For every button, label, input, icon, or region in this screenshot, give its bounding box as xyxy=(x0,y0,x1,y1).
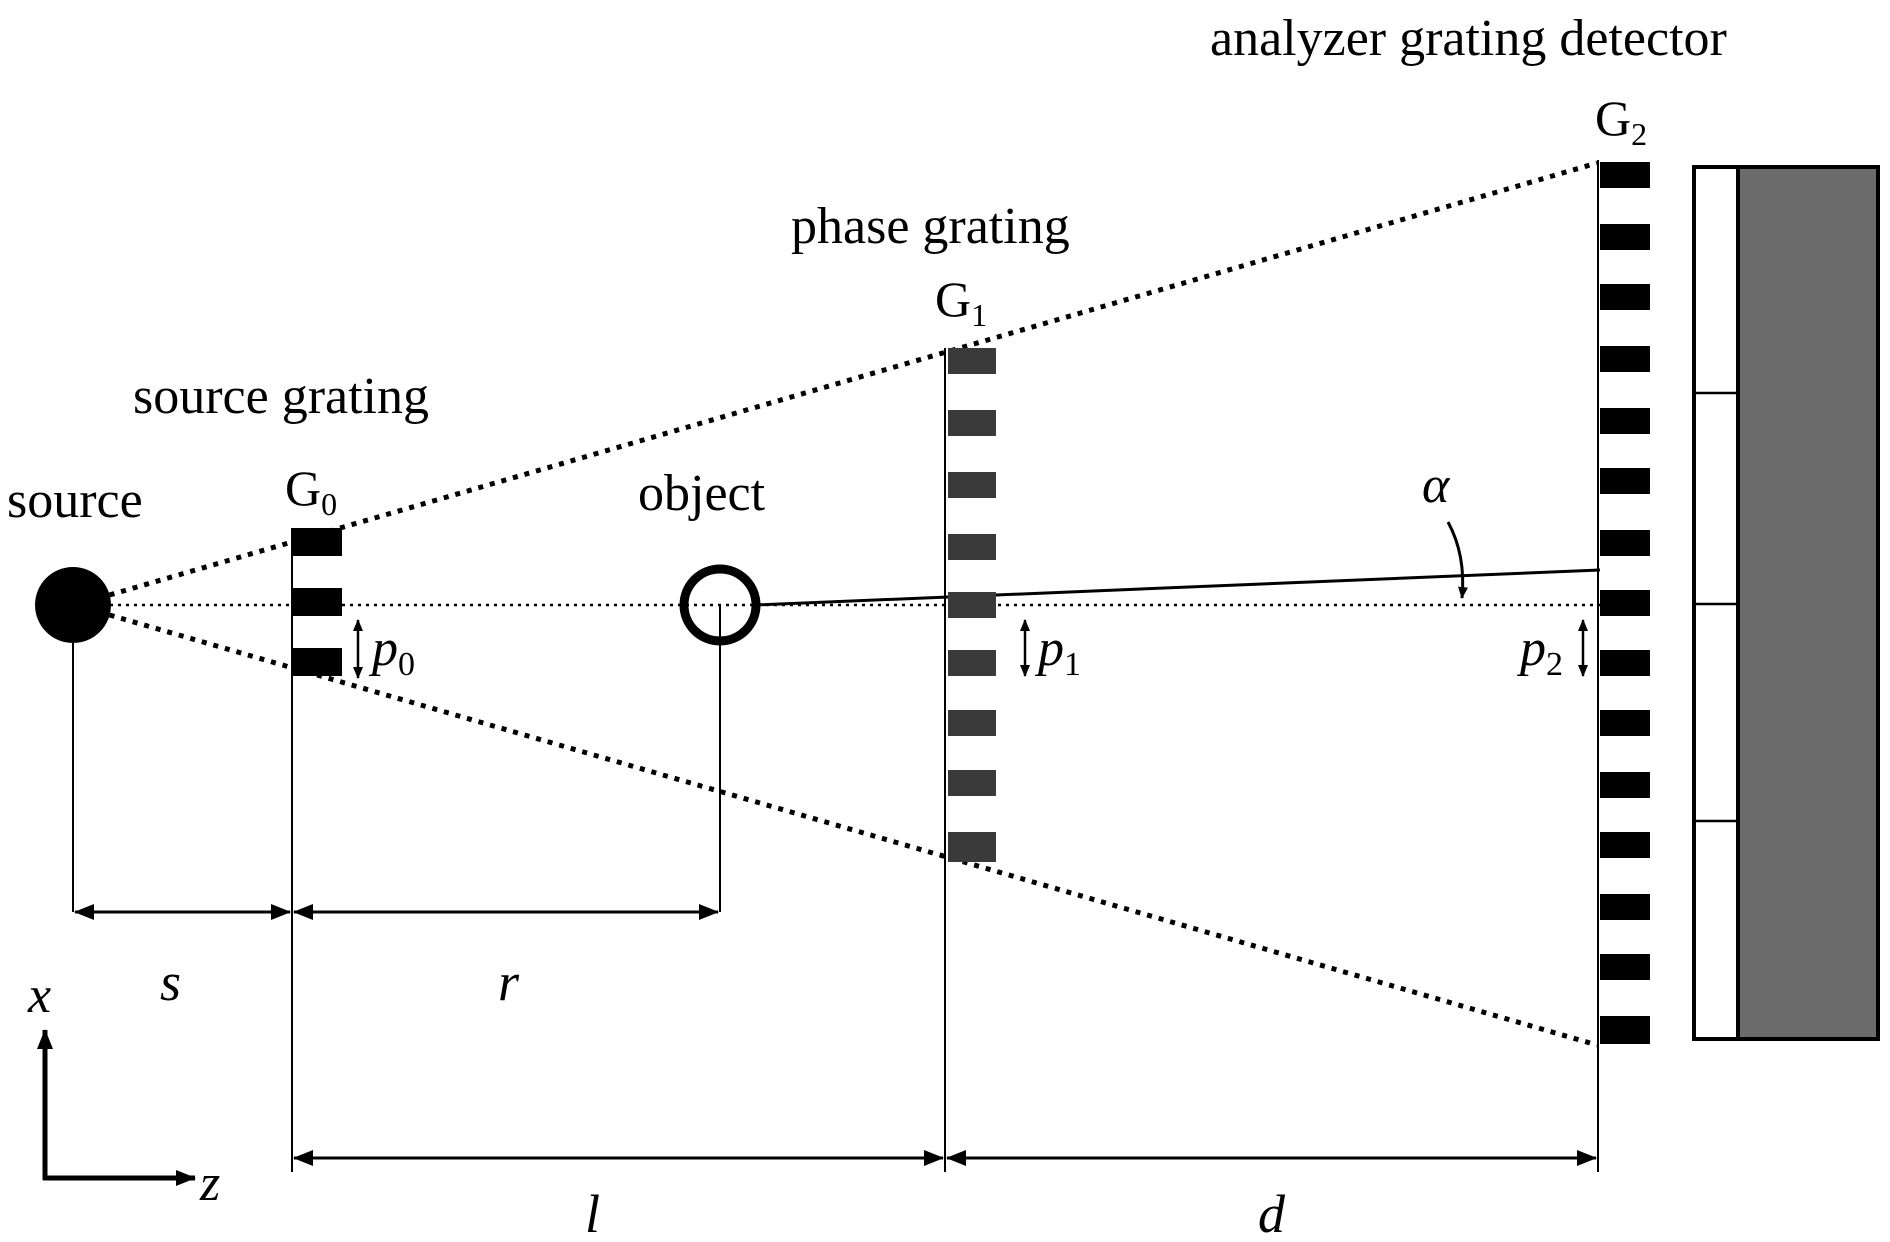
label-analyzer-grating-detector: analyzer grating detector xyxy=(1210,10,1727,67)
g2-bar xyxy=(1600,530,1650,556)
refracted-ray xyxy=(754,568,1601,607)
g0-bar xyxy=(292,648,342,676)
label-p2: p2 xyxy=(1516,620,1563,683)
g1-bar xyxy=(948,534,996,560)
g0-bar xyxy=(292,588,342,616)
label-dist-s: s xyxy=(160,952,181,1012)
g2-bar xyxy=(1600,346,1650,372)
beam-lower-edge xyxy=(74,602,1598,1048)
g1-bar xyxy=(948,770,996,796)
g2-bar xyxy=(1600,468,1650,494)
g2-bar xyxy=(1600,894,1650,920)
g1-bar xyxy=(948,348,996,374)
label-dist-d: d xyxy=(1258,1184,1286,1242)
g2-subscript: 2 xyxy=(1631,116,1647,152)
g1-bar xyxy=(948,592,996,618)
label-g0: G0 xyxy=(285,460,337,522)
label-source-grating: source grating xyxy=(133,368,429,425)
detector xyxy=(1692,165,1880,1041)
label-dist-l: l xyxy=(585,1184,600,1242)
dimension-lines xyxy=(74,904,1597,1166)
label-axis-x: x xyxy=(27,967,51,1024)
source-dot xyxy=(35,567,111,643)
g1-bar xyxy=(948,710,996,736)
analyzer-grating-g2 xyxy=(1597,160,1650,1172)
g2-bar xyxy=(1600,832,1650,858)
source-grating-g0 xyxy=(291,528,342,1172)
g1-bar xyxy=(948,472,996,498)
g0-bar xyxy=(292,528,342,556)
label-alpha: α xyxy=(1422,457,1451,514)
g2-bar xyxy=(1600,590,1650,616)
p2-subscript: 2 xyxy=(1546,646,1563,683)
g2-bar xyxy=(1600,650,1650,676)
label-g1: G1 xyxy=(935,271,987,333)
g2-bar xyxy=(1600,284,1650,310)
g1-subscript: 1 xyxy=(971,297,987,333)
label-p1: p1 xyxy=(1034,620,1081,683)
label-phase-grating: phase grating xyxy=(791,198,1070,255)
g1-bar xyxy=(948,832,996,862)
label-p0: p0 xyxy=(368,620,415,683)
g2-bar xyxy=(1600,1016,1650,1044)
label-g2: G2 xyxy=(1595,90,1647,152)
g1-bar xyxy=(948,410,996,436)
g2-bar xyxy=(1600,162,1650,188)
g2-bar xyxy=(1600,772,1650,798)
label-dist-r: r xyxy=(498,952,520,1012)
g2-bar xyxy=(1600,408,1650,434)
label-source: source xyxy=(7,472,143,529)
g2-bar xyxy=(1600,710,1650,736)
coordinate-axes xyxy=(37,1029,196,1186)
p0-subscript: 0 xyxy=(398,646,415,683)
g2-bar xyxy=(1600,954,1650,980)
phase-grating-g1 xyxy=(944,348,996,1172)
label-axis-z: z xyxy=(199,1155,220,1212)
g1-bar xyxy=(948,650,996,676)
p1-subscript: 1 xyxy=(1064,646,1081,683)
g0-subscript: 0 xyxy=(321,486,337,522)
detector-active-area xyxy=(1736,165,1880,1041)
alpha-pointer xyxy=(1446,521,1468,599)
label-object: object xyxy=(638,465,766,522)
g2-bar xyxy=(1600,224,1650,250)
